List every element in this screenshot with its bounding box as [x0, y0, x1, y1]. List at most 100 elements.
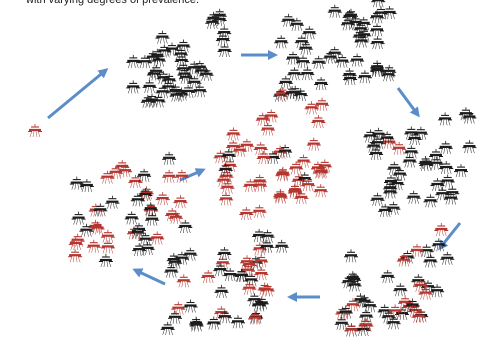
mosquito-icon: [277, 74, 294, 91]
mosquito-icon: [259, 121, 276, 137]
mosquito-icon: [123, 210, 140, 226]
mosquito-icon: [251, 203, 268, 219]
mosquito-icon: [129, 224, 146, 240]
mosquito-icon: [349, 52, 366, 68]
mosquito-icon: [161, 168, 178, 184]
mosquito-icon: [368, 145, 385, 162]
arrow-icon: [47, 68, 109, 120]
mosquito-icon: [313, 75, 330, 92]
mosquito-icon: [256, 281, 273, 297]
mosquito-icon: [188, 315, 205, 331]
mosquito-icon: [422, 253, 439, 269]
mosquito-icon: [251, 241, 268, 257]
mosquito-icon: [85, 238, 102, 254]
mosquito-icon: [370, 0, 387, 9]
mosquito-icon: [68, 175, 85, 191]
mosquito-icon: [216, 24, 233, 41]
swarm-stage-4: [362, 106, 478, 218]
mosquito-icon: [218, 191, 235, 207]
mosquito-icon: [229, 314, 247, 330]
swarm-stage-6: [159, 227, 290, 336]
mosquito-icon: [163, 263, 180, 279]
mosquito-icon: [417, 285, 434, 301]
mosquito-icon: [167, 209, 184, 225]
mosquito-icon: [377, 202, 394, 218]
mosquito-icon: [273, 238, 290, 254]
mosquito-icon: [205, 315, 222, 331]
mosquito-icon: [439, 250, 456, 266]
mosquito-icon: [125, 79, 142, 95]
mosquito-icon: [216, 245, 233, 262]
mosquito-icon: [430, 237, 447, 253]
mosquito-icon: [393, 305, 411, 322]
mosquito-icon: [408, 242, 426, 258]
mosquito-icon: [369, 34, 386, 51]
mosquito-icon: [154, 191, 171, 207]
mosquito-icon: [452, 163, 470, 179]
mosquito-icon: [293, 34, 310, 50]
mosquito-icon: [97, 252, 115, 269]
mosquito-icon: [362, 128, 379, 144]
mosquito-icon: [154, 29, 171, 45]
mosquito-icon: [66, 248, 84, 264]
mosquito-icon: [418, 156, 435, 173]
mosquito-icon: [286, 182, 304, 198]
mosquito-icon: [142, 201, 159, 217]
mosquito-icon: [272, 189, 289, 205]
mosquito-icon: [310, 113, 327, 130]
mosquito-icon: [392, 282, 409, 298]
figure-caption: with varying degrees of prevalence.: [26, 0, 200, 6]
mosquito-icon: [333, 315, 350, 331]
arrow-icon: [396, 87, 420, 118]
mosquito-icon: [141, 78, 158, 95]
mosquito-icon: [286, 66, 303, 82]
mosquito-icon: [161, 150, 178, 166]
mosquito-icon: [461, 139, 478, 155]
mosquito-icon: [342, 248, 360, 264]
mosquito-icon: [312, 183, 329, 199]
mosquito-icon: [191, 83, 208, 99]
mosquito-icon: [170, 300, 187, 316]
mosquito-icon: [343, 322, 360, 338]
mosquito-icon: [172, 194, 189, 210]
mosquito-icon: [144, 211, 161, 227]
mosquito-icon: [369, 191, 386, 207]
arrow-icon: [179, 168, 206, 182]
mosquito-icon: [159, 320, 176, 336]
swarm-stage-3: [272, 0, 398, 103]
mosquito-icon: [405, 189, 422, 205]
mosquito-icon: [241, 280, 258, 296]
mosquito-icon: [385, 200, 402, 216]
mosquito-icon: [272, 187, 289, 203]
mosquito-icon: [216, 42, 233, 59]
mosquito-icon: [26, 122, 44, 139]
swarm-stage-5: [333, 221, 456, 338]
mosquito-icon: [225, 126, 242, 142]
swarm-stage-8: [212, 96, 333, 222]
swarm-stage-2: [125, 7, 233, 109]
mosquito-icon: [78, 177, 96, 194]
mosquito-icon: [104, 194, 121, 210]
swarm-stage-1: [26, 122, 44, 139]
mosquito-icon: [295, 153, 312, 169]
mosquito-icon: [299, 65, 316, 82]
mosquito-icon: [305, 136, 322, 152]
mosquito-icon: [258, 238, 275, 254]
mosquito-icon: [437, 111, 454, 127]
mosquito-icon: [253, 266, 270, 282]
mosquito-icon: [422, 193, 439, 209]
mosquito-icon: [148, 63, 165, 79]
mosquito-icon: [403, 144, 420, 160]
mosquito-icon: [250, 297, 268, 313]
mosquito-icon: [252, 140, 269, 157]
mosquito-icon: [70, 210, 87, 226]
mosquito-icon: [238, 205, 255, 222]
mosquito-icon: [213, 283, 230, 299]
mosquito-icon: [175, 273, 192, 289]
mosquito-icon: [200, 268, 217, 285]
mosquito-icon: [125, 53, 142, 70]
mosquito-icon: [368, 22, 386, 38]
mosquito-icon: [437, 139, 454, 155]
